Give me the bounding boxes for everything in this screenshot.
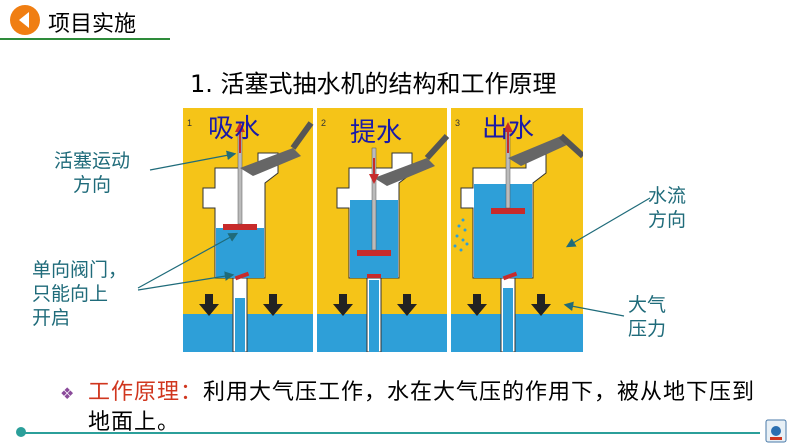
annotation-line: 开启 [32, 307, 71, 329]
stage-2-panel: 2 [317, 108, 450, 353]
annotation-atmospheric: 大气 压力 [628, 293, 666, 341]
principle-paragraph: 工作原理：利用大气压工作，水在大气压的作用下，被从地下压到地面上。 [88, 378, 768, 438]
stage-2-number: 2 [321, 118, 326, 128]
annotation-line: 大气 [628, 294, 667, 316]
footer-left-icon [16, 427, 26, 437]
back-arrow-icon[interactable] [8, 3, 42, 37]
stage-label-output: 出水 [482, 114, 535, 144]
stage-1-number: 1 [187, 118, 192, 128]
annotation-water-flow: 水流 方向 [648, 184, 686, 232]
annotation-line: 活塞运动 [54, 150, 131, 172]
stage-label-suction: 吸水 [208, 114, 261, 144]
annotation-line: 只能向上 [32, 283, 109, 305]
stage-label-lift: 提水 [350, 118, 403, 148]
annotation-line: 水流 [648, 185, 687, 207]
footer-right-icon[interactable] [764, 418, 788, 444]
header-title: 项目实施 [48, 12, 137, 37]
stage-3-number: 3 [455, 118, 460, 128]
pump-diagram: 1 2 [183, 108, 586, 353]
header-underline [0, 38, 170, 40]
footer-line [18, 432, 760, 434]
header-bar: 项目实施 [0, 0, 170, 40]
stage-3-panel: 3 [451, 108, 586, 353]
page-title: 1. 活塞式抽水机的结构和工作原理 [190, 70, 557, 98]
bullet-icon: ❖ [60, 384, 75, 403]
annotation-line: 单向阀门， [32, 259, 128, 281]
principle-text: 利用大气压工作，水在大气压的作用下，被从地下压到地面上。 [88, 380, 756, 435]
annotation-line: 方向 [73, 174, 112, 196]
principle-label: 工作原理： [88, 380, 204, 405]
annotation-line: 方向 [648, 209, 687, 231]
annotation-line: 压力 [628, 318, 667, 340]
annotation-piston-direction: 活塞运动 方向 [54, 149, 130, 197]
pump-figure: 1 2 [183, 108, 586, 353]
annotation-valve: 单向阀门， 只能向上 开启 [32, 258, 127, 330]
stage-1-panel: 1 [183, 108, 314, 353]
